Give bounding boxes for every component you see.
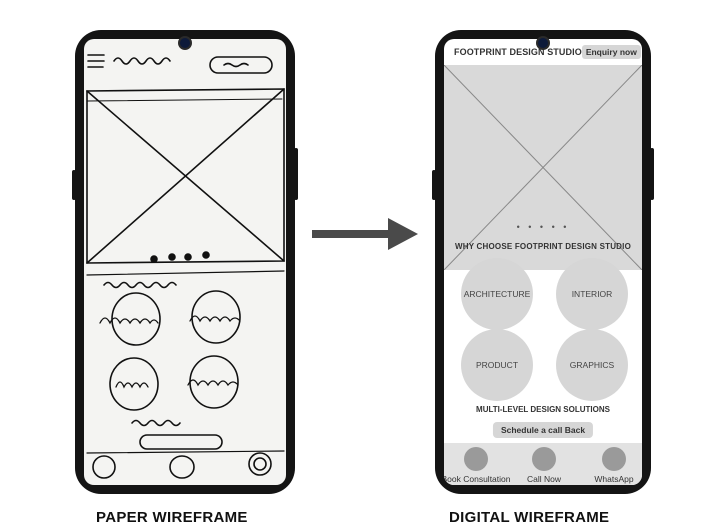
whatsapp-action[interactable]: WhatsApp [588, 447, 640, 484]
paper-wireframe-caption: PAPER WIREFRAME [96, 509, 248, 526]
service-interior[interactable]: INTERIOR [556, 258, 628, 330]
carousel-dots[interactable]: • • • • • [516, 222, 570, 232]
camera-notch [178, 36, 192, 50]
sketch-hamburger-icon [87, 54, 105, 68]
multi-level-heading: MULTI-LEVEL DESIGN SOLUTIONS [476, 405, 610, 414]
book-consultation-action[interactable]: Book Consultation [444, 447, 516, 484]
sketch-title-scribble [113, 57, 171, 65]
sketch-enquiry-button [209, 56, 273, 74]
call-now-label: Call Now [526, 474, 561, 484]
whatsapp-label: WhatsApp [594, 474, 634, 484]
sketch-heading-scribble [103, 281, 177, 289]
hero-image-placeholder [444, 65, 642, 270]
digital-wireframe-caption: DIGITAL WIREFRAME [449, 509, 610, 526]
book-consultation-label: Book Consultation [444, 474, 511, 484]
schedule-call-button[interactable]: Schedule a call Back [492, 422, 594, 438]
book-consultation-icon [464, 447, 488, 471]
digital-screen: FOOTPRINT DESIGN STUDIO Enquiry now • • … [444, 39, 642, 485]
app-header: FOOTPRINT DESIGN STUDIO Enquiry now [444, 39, 642, 65]
sketch-circle-product [109, 357, 159, 411]
why-choose-heading: WHY CHOOSE FOOTPRINT DESIGN STUDIO [455, 242, 631, 251]
call-now-action[interactable]: Call Now [518, 447, 570, 484]
camera-notch [536, 36, 550, 50]
whatsapp-icon [602, 447, 626, 471]
service-product[interactable]: PRODUCT [461, 329, 533, 401]
bottom-action-bar: Book Consultation Call Now WhatsApp [444, 443, 642, 485]
digital-wireframe-phone: FOOTPRINT DESIGN STUDIO Enquiry now • • … [432, 30, 654, 494]
sketch-footer-icon-1 [92, 455, 116, 479]
right-arrow-icon [312, 218, 418, 250]
sketch-footer-icon-3 [248, 452, 272, 476]
sketch-cta-button [139, 434, 223, 450]
brand-title: FOOTPRINT DESIGN STUDIO [454, 47, 582, 57]
sketch-footer-icon-2 [169, 455, 195, 479]
service-architecture[interactable]: ARCHITECTURE [461, 258, 533, 330]
service-graphics[interactable]: GRAPHICS [556, 329, 628, 401]
paper-sketch-screen [84, 39, 286, 485]
enquiry-now-button[interactable]: Enquiry now [581, 45, 641, 59]
call-now-icon [532, 447, 556, 471]
paper-wireframe-phone [72, 30, 298, 494]
paper-sketch-drawing [86, 54, 285, 479]
